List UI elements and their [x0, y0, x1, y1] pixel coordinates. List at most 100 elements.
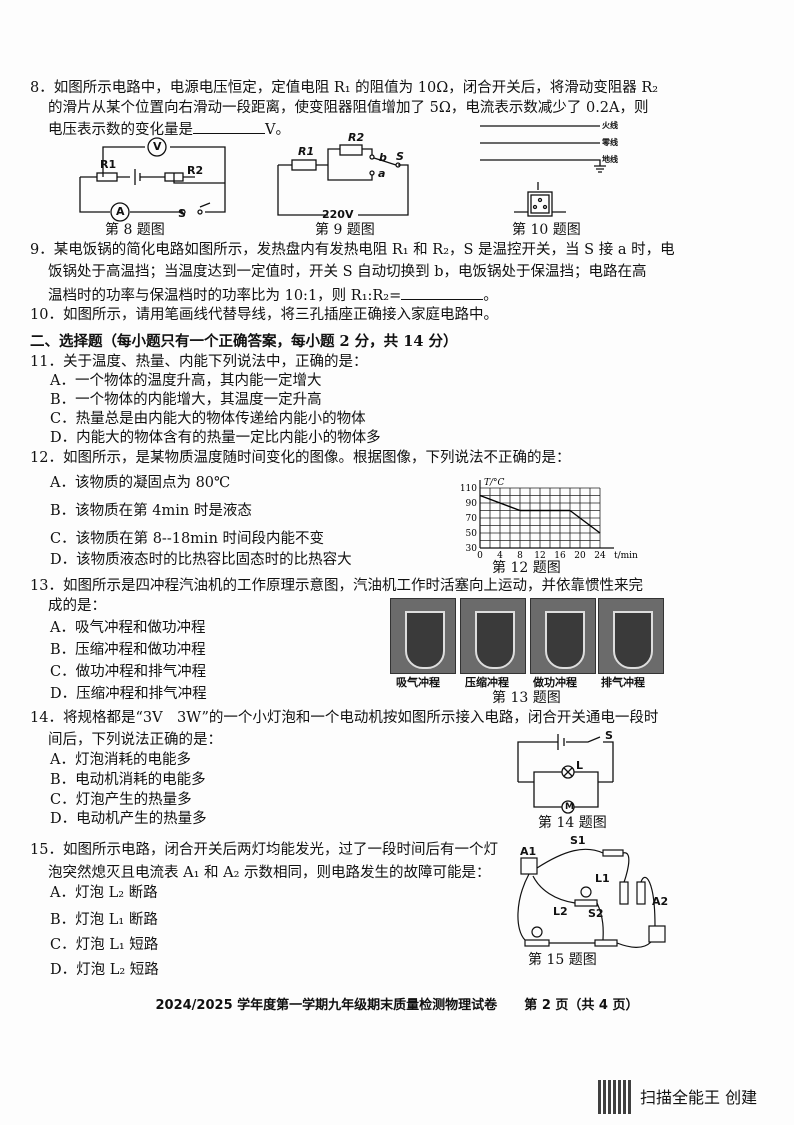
q15-circuit-photo: [517, 848, 666, 948]
q13-line: 成的是：: [48, 598, 106, 614]
engine-power-image: [530, 598, 596, 674]
ground-wire-label: 地线: [602, 155, 618, 164]
q8-line: 8．如图所示电路中，电源电压恒定，定值电阻 R₁ 的阻值为 10Ω，闭合开关后，…: [30, 80, 659, 96]
fig8-label: R1: [100, 158, 117, 171]
fig9-label: R2: [348, 131, 365, 144]
q14-label: M: [565, 802, 574, 812]
fig9-circuit: [277, 144, 409, 216]
q13-option-b[interactable]: B．压缩冲程和做功冲程: [50, 642, 206, 658]
q14-option-b[interactable]: B．电动机消耗的电能多: [50, 772, 206, 788]
x-tick-label: 8: [517, 551, 523, 561]
q14-line: 14．将规格都是“3V 3W”的一个小灯泡和一个电动机按如图所示接入电路，闭合开…: [30, 710, 659, 726]
x-tick-label: 16: [554, 551, 566, 561]
q13-option-d[interactable]: D．压缩冲程和排气冲程: [50, 686, 207, 702]
q14-option-d[interactable]: D．电动机产生的热量多: [50, 811, 207, 827]
q12-option-b[interactable]: B．该物质在第 4min 时是液态: [50, 503, 252, 519]
q15-label: L1: [595, 872, 610, 885]
q14-line: 间后，下列说法正确的是：: [48, 732, 222, 748]
q10-text: 10．如图所示，请用笔画线代替导线，将三孔插座正确接入家庭电路中。: [30, 307, 498, 323]
x-tick-label: 4: [497, 551, 503, 561]
q8-line-text: 电压表示数的变化量是: [48, 122, 193, 138]
q15-option-b[interactable]: B．灯泡 L₁ 断路: [50, 912, 158, 928]
fig9-caption: 第 9 题图: [315, 222, 375, 238]
fig9-label: R1: [298, 145, 315, 158]
fig9-label: b: [379, 151, 387, 164]
q12-option-a[interactable]: A．该物质的凝固点为 80℃: [50, 475, 231, 491]
q14-circuit: [517, 734, 614, 814]
q15-caption: 第 15 题图: [528, 952, 597, 968]
q11-stem: 11．关于温度、热量、内能下列说法中，正确的是：: [30, 354, 368, 370]
q14-label: L: [576, 759, 584, 772]
scanner-watermark: 扫描全能王 创建: [640, 1088, 758, 1107]
q12-caption: 第 12 题图: [492, 560, 561, 576]
fig8-label: S: [178, 207, 186, 220]
engine-label: 做功冲程: [533, 676, 577, 689]
exam-title: 2024/2025 学年度第一学期九年级期末质量检测物理试卷: [155, 998, 498, 1013]
fig9-label: a: [378, 167, 386, 180]
engine-compression-image: [460, 598, 526, 674]
y-tick-label: 50: [466, 529, 478, 539]
x-tick-label: 0: [477, 551, 483, 561]
y-tick-label: 30: [466, 544, 478, 554]
q9-line: 9．某电饭锅的简化电路如图所示，发热盘内有发热电阻 R₁ 和 R₂，S 是温控开…: [30, 242, 675, 258]
engine-intake-image: [390, 598, 456, 674]
q15-option-c[interactable]: C．灯泡 L₁ 短路: [50, 937, 159, 953]
neutral-wire-label: 零线: [602, 138, 618, 147]
fig10-caption: 第 10 题图: [512, 222, 581, 238]
q12-option-c[interactable]: C．该物质在第 8--18min 时间段内能不变: [50, 531, 325, 547]
fig8-caption: 第 8 题图: [105, 222, 165, 238]
y-tick-label: 110: [460, 484, 477, 494]
data-segment: [479, 494, 521, 512]
q9-line: 饭锅处于高温挡；当温度达到一定值时，开关 S 自动切换到 b，电饭锅处于保温挡；…: [48, 264, 647, 280]
y-tick-label: 90: [466, 499, 478, 509]
q15-option-a[interactable]: A．灯泡 L₂ 断路: [50, 885, 158, 901]
q13-caption: 第 13 题图: [492, 690, 561, 706]
q9-answer-blank[interactable]: [401, 285, 484, 300]
q11-option-b[interactable]: B．一个物体的内能增大，其温度一定升高: [50, 392, 322, 408]
x-tick-label: 24: [594, 551, 606, 561]
fig8-label: A: [116, 205, 125, 218]
fig8-label: R2: [187, 164, 204, 177]
q8-answer-blank[interactable]: [193, 119, 265, 134]
y-axis-label: T/°C: [484, 478, 505, 488]
q14-caption: 第 14 题图: [538, 815, 607, 831]
q13-option-a[interactable]: A．吸气冲程和做功冲程: [50, 620, 206, 636]
section-2-title: 二、选择题（每小题只有一个正确答案，每小题 2 分，共 14 分）: [30, 333, 458, 350]
q11-option-d[interactable]: D．内能大的物体含有的热量一定比内能小的物体多: [50, 430, 381, 446]
q15-option-d[interactable]: D．灯泡 L₂ 短路: [50, 962, 159, 978]
q15-label: A1: [520, 845, 537, 858]
q8-line: 的滑片从某个位置向右滑动一段距离，使变阻器阻值增加了 5Ω，电流表示数减少了 0…: [48, 100, 649, 116]
q15-label: S2: [588, 907, 604, 920]
engine-label: 排气冲程: [601, 676, 645, 689]
engine-exhaust-image: [598, 598, 664, 674]
fig9-label: S: [396, 150, 404, 163]
q15-label: L2: [553, 905, 568, 918]
x-axis-label: t/min: [614, 551, 638, 561]
live-wire-label: 火线: [602, 121, 618, 130]
page-number: 第 2 页（共 4 页）: [524, 998, 639, 1013]
q14-label: S: [605, 729, 613, 742]
q15-label: A2: [652, 895, 669, 908]
page-footer: 2024/2025 学年度第一学期九年级期末质量检测物理试卷 第 2 页（共 4…: [0, 994, 794, 1013]
q14-option-c[interactable]: C．灯泡产生的热量多: [50, 792, 192, 808]
engine-label: 压缩冲程: [465, 676, 509, 689]
y-tick-label: 70: [466, 514, 478, 524]
q15-label: S1: [570, 834, 586, 847]
q11-option-a[interactable]: A．一个物体的温度升高，其内能一定增大: [50, 373, 322, 389]
q14-option-a[interactable]: A．灯泡消耗的电能多: [50, 752, 191, 768]
q9-end: 。: [483, 288, 498, 304]
q15-line: 泡突然熄灭且电流表 A₁ 和 A₂ 示数相同，则电路发生的故障可能是：: [48, 865, 491, 881]
q9-line: 温档时的功率与保温档时的功率比为 10:1，则 R₁:R₂= 。: [48, 285, 498, 305]
q13-option-c[interactable]: C．做功冲程和排气冲程: [50, 664, 207, 680]
q11-option-c[interactable]: C．热量总是由内能大的物体传递给内能小的物体: [50, 411, 366, 427]
q12-stem: 12．如图所示，是某物质温度随时间变化的图像。根据图像，下列说法不正确的是：: [30, 450, 571, 466]
data-segment: [569, 509, 601, 534]
q12-option-d[interactable]: D．该物质液态时的比热容比固态时的比热容大: [50, 552, 352, 568]
q15-line: 15．如图所示电路，闭合开关后两灯均能发光，过了一段时间后有一个灯: [30, 842, 498, 858]
engine-label: 吸气冲程: [396, 676, 440, 689]
fig9-label: 220V: [322, 208, 354, 221]
q9-line-text: 温档时的功率与保温档时的功率比为 10:1，则 R₁:R₂=: [48, 288, 402, 304]
x-tick-label: 20: [574, 551, 586, 561]
